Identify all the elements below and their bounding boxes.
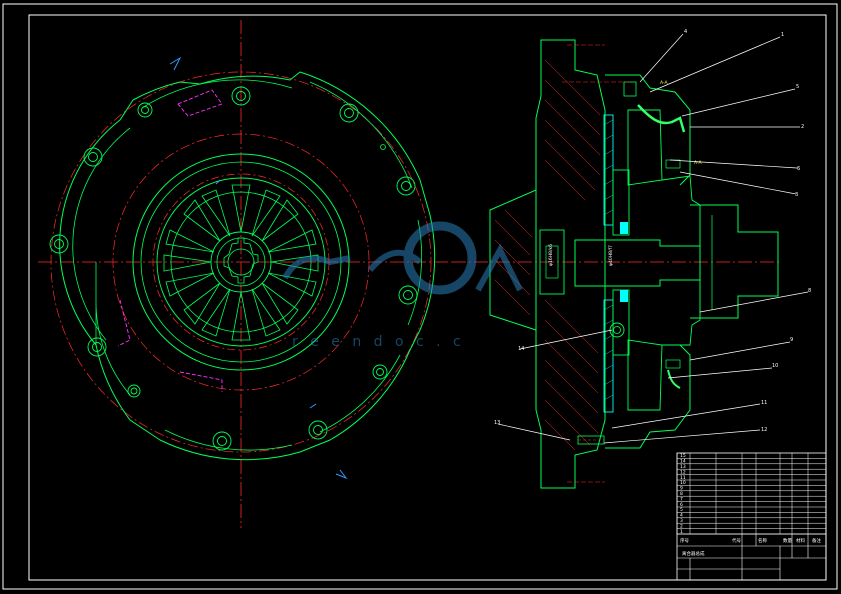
outer-border — [2, 3, 838, 590]
callout-4: 4 — [684, 29, 687, 35]
callout-6: 6 — [797, 166, 800, 172]
tb-row-number: 2 — [680, 523, 683, 529]
tb-row-number: 4 — [680, 513, 683, 519]
tb-row-number: 5 — [680, 507, 683, 513]
tb-header-2: 代号 — [732, 537, 741, 544]
tb-row-number: 14 — [680, 459, 686, 465]
callout-5: 5 — [796, 84, 799, 90]
callout-14: 14 — [518, 346, 524, 352]
callout-10: 10 — [772, 363, 778, 369]
front-view — [38, 20, 452, 528]
tb-row-number: 1 — [680, 529, 683, 535]
callout-13: 13 — [494, 420, 500, 426]
callout-12: 12 — [761, 427, 767, 433]
tb-row-number: 13 — [680, 464, 686, 470]
watermark: r e e n d o c . c — [282, 221, 523, 350]
tb-header-3: 名称 — [758, 537, 767, 544]
callout-3: 3 — [795, 192, 798, 198]
tb-row-number: 10 — [680, 480, 686, 486]
section-mark-top: A-A — [660, 80, 669, 86]
section-mark-mid: A-A — [694, 160, 703, 166]
tb-header-5: 材料 — [796, 537, 805, 544]
callouts — [497, 33, 809, 444]
tb-drawing-name: 离合器总成 — [682, 550, 705, 557]
callout-2: 2 — [801, 124, 804, 130]
tb-row-number: 15 — [680, 453, 686, 459]
callout-1: 1 — [781, 32, 784, 38]
dim-right-shaft: φ40H8/f7 — [608, 245, 614, 266]
tb-row-number: 8 — [680, 491, 683, 497]
callout-numbers: 4 1 5 2 6 3 8 9 10 11 12 13 14 — [494, 29, 811, 433]
tb-row-number: 3 — [680, 518, 683, 524]
tb-row-number: 7 — [680, 496, 683, 502]
callout-11: 11 — [761, 400, 767, 406]
watermark-text: r e e n d o c . c — [292, 334, 465, 350]
tb-row-number: 9 — [680, 486, 683, 492]
tb-row-number: 11 — [680, 475, 686, 481]
tb-row-number: 12 — [680, 469, 686, 475]
tb-header-6: 备注 — [812, 537, 821, 544]
callout-8: 8 — [808, 288, 811, 294]
tb-header-1: 序号 — [680, 537, 689, 544]
inner-border — [28, 14, 827, 581]
dim-left-shaft: φ16H8/k6 — [548, 244, 554, 266]
callout-9: 9 — [790, 337, 793, 343]
tb-row-number: 6 — [680, 502, 683, 508]
section-view: φ16H8/k6 φ40H8/f7 — [452, 39, 780, 489]
tb-header-4: 数量 — [783, 537, 792, 544]
